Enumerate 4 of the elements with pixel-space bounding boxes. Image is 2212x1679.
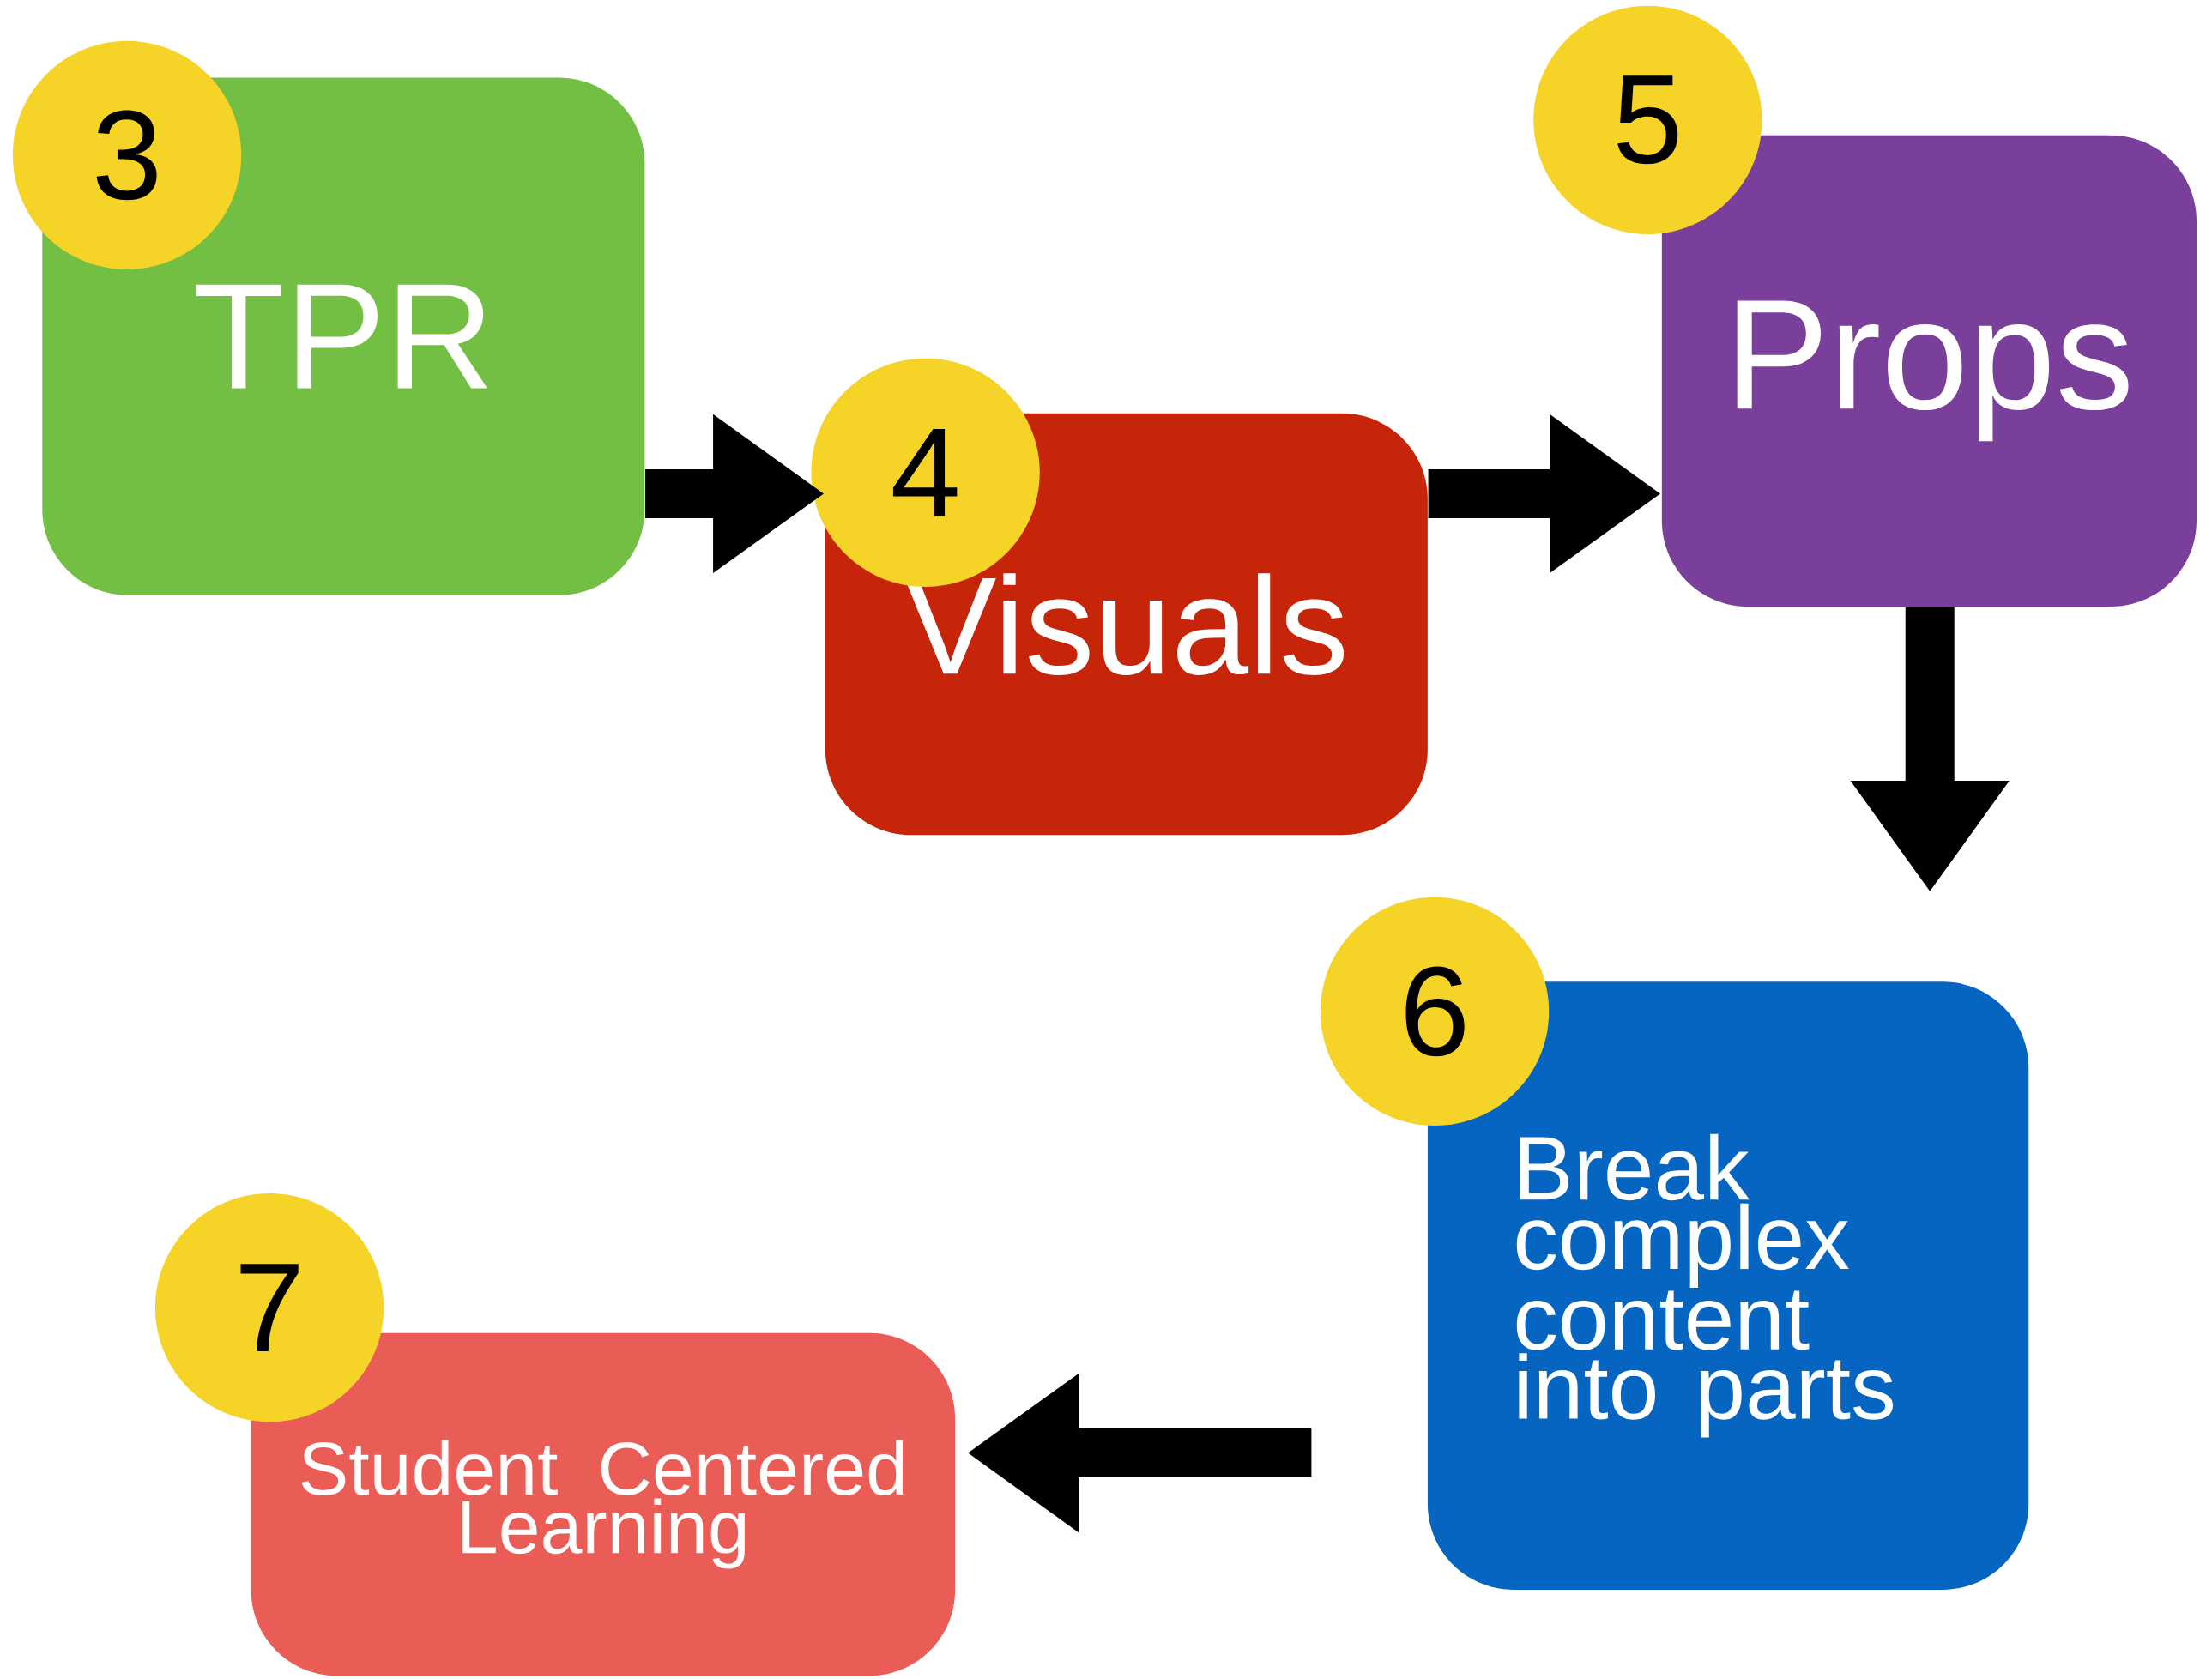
number-badge: 3 <box>12 40 242 270</box>
number-badge: 6 <box>1320 897 1550 1126</box>
number-badge: 7 <box>154 1193 384 1422</box>
number-badge: 5 <box>1533 5 1762 235</box>
